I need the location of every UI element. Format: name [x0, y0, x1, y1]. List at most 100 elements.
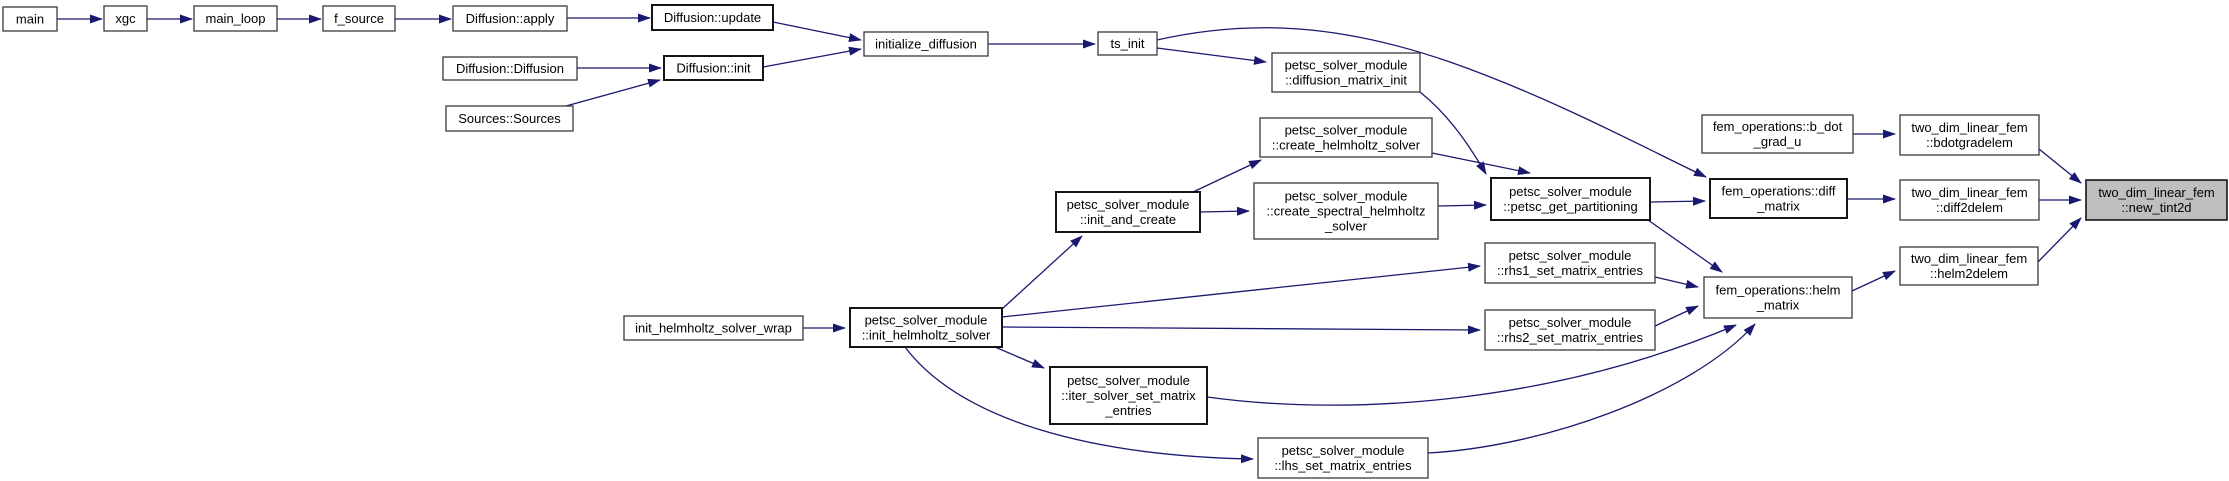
node-lhs_set_matrix_entries[interactable]: petsc_solver_module::lhs_set_matrix_entr…: [1257, 437, 1429, 479]
node-main[interactable]: main: [2, 6, 58, 32]
node-label-lhs_set_matrix_entries: petsc_solver_module::lhs_set_matrix_entr…: [1274, 443, 1412, 473]
node-box-sources_sources[interactable]: [445, 105, 574, 132]
node-box-main_loop[interactable]: [193, 5, 278, 32]
node-label-init_helmholtz_solver: petsc_solver_module::init_helmholtz_solv…: [862, 313, 991, 343]
edge-diffusion_init-to-initialize_diffusion: [762, 46, 862, 68]
node-xgc[interactable]: xgc: [103, 5, 148, 32]
node-label-main_loop: main_loop: [206, 11, 266, 26]
node-label-ts_init: ts_init: [1111, 36, 1145, 51]
node-helm_matrix[interactable]: fem_operations::helm_matrix: [1703, 276, 1853, 319]
node-label-new_tint2d: two_dim_linear_fem::new_tint2d: [2098, 185, 2214, 215]
node-box-rhs1_set_matrix_entries[interactable]: [1484, 242, 1656, 284]
node-ts_init[interactable]: ts_init: [1097, 31, 1158, 56]
node-label-main: main: [16, 12, 44, 27]
node-box-diffusion_init[interactable]: [663, 55, 764, 81]
node-label-xgc: xgc: [115, 11, 136, 26]
node-label-initialize_diffusion: initialize_diffusion: [875, 37, 977, 52]
node-box-petsc_get_partitioning[interactable]: [1490, 177, 1651, 221]
edge-rhs1_set_matrix_entries-to-helm_matrix: [1654, 276, 1699, 289]
node-box-init_helmholtz_solver_wrap[interactable]: [623, 315, 804, 341]
edge-bdotgradelem-to-new_tint2d: [2038, 148, 2082, 184]
node-label-create_helmholtz_solver: petsc_solver_module::create_helmholtz_so…: [1272, 123, 1421, 153]
node-iter_solver_set_matrix[interactable]: petsc_solver_module::iter_solver_set_mat…: [1049, 366, 1208, 425]
node-box-b_dot_grad_u[interactable]: [1701, 114, 1854, 154]
node-diffusion_matrix_init[interactable]: petsc_solver_module::diffusion_matrix_in…: [1271, 52, 1421, 93]
edge-diffusion_update-to-initialize_diffusion: [772, 21, 862, 43]
node-label-rhs1_set_matrix_entries: petsc_solver_module::rhs1_set_matrix_ent…: [1497, 248, 1643, 278]
node-diffusion_update[interactable]: Diffusion::update: [651, 4, 774, 31]
node-label-init_helmholtz_solver_wrap: init_helmholtz_solver_wrap: [635, 321, 792, 336]
node-box-new_tint2d[interactable]: [2085, 179, 2228, 221]
node-main_loop[interactable]: main_loop: [193, 5, 278, 32]
node-diff2delem[interactable]: two_dim_linear_fem::diff2delem: [1899, 179, 2040, 221]
node-box-init_helmholtz_solver[interactable]: [849, 307, 1003, 348]
node-label-diffusion_update: Diffusion::update: [664, 10, 761, 25]
node-rhs1_set_matrix_entries[interactable]: petsc_solver_module::rhs1_set_matrix_ent…: [1484, 242, 1656, 284]
node-box-diff_matrix[interactable]: [1709, 178, 1848, 219]
node-box-initialize_diffusion[interactable]: [863, 31, 989, 57]
node-b_dot_grad_u[interactable]: fem_operations::b_dot_grad_u: [1701, 114, 1854, 154]
node-label-helm2delem: two_dim_linear_fem::helm2delem: [1911, 251, 2027, 281]
node-initialize_diffusion[interactable]: initialize_diffusion: [863, 31, 989, 57]
node-box-diff2delem[interactable]: [1899, 179, 2040, 221]
node-init_helmholtz_solver_wrap[interactable]: init_helmholtz_solver_wrap: [623, 315, 804, 341]
edge-ts_init-to-diff_matrix: [1156, 27, 1707, 178]
node-box-main[interactable]: [2, 6, 58, 32]
node-box-ts_init[interactable]: [1097, 31, 1158, 56]
edge-init_helmholtz_solver-to-init_and_create: [1001, 235, 1083, 310]
node-box-diffusion_update[interactable]: [651, 4, 774, 31]
node-diffusion_init[interactable]: Diffusion::init: [663, 55, 764, 81]
node-box-helm_matrix[interactable]: [1703, 276, 1853, 319]
node-label-diffusion_init: Diffusion::init: [676, 61, 751, 76]
node-f_source[interactable]: f_source: [322, 5, 396, 32]
node-label-diff_matrix: fem_operations::diff_matrix: [1722, 184, 1836, 214]
edge-init_helmholtz_solver-to-iter_solver_set_matrix: [994, 346, 1045, 369]
node-label-b_dot_grad_u: fem_operations::b_dot_grad_u: [1713, 119, 1843, 149]
node-diffusion_apply[interactable]: Diffusion::apply: [452, 5, 568, 32]
edge-create_helmholtz_solver-to-petsc_get_partitioning: [1431, 152, 1531, 176]
node-box-init_and_create[interactable]: [1055, 191, 1201, 233]
node-box-iter_solver_set_matrix[interactable]: [1049, 366, 1208, 425]
edge-sources_sources-to-diffusion_init: [565, 78, 661, 107]
node-init_and_create[interactable]: petsc_solver_module::init_and_create: [1055, 191, 1201, 233]
node-box-helm2delem[interactable]: [1899, 246, 2039, 286]
node-label-bdotgradelem: two_dim_linear_fem::bdotgradelem: [1911, 120, 2027, 150]
edge-init_and_create-to-create_spectral_helmholtz: [1199, 206, 1250, 216]
edge-rhs2_set_matrix_entries-to-helm_matrix: [1654, 305, 1699, 327]
node-label-sources_sources: Sources::Sources: [458, 111, 561, 126]
node-rhs2_set_matrix_entries[interactable]: petsc_solver_module::rhs2_set_matrix_ent…: [1484, 309, 1656, 351]
node-create_helmholtz_solver[interactable]: petsc_solver_module::create_helmholtz_so…: [1259, 117, 1433, 158]
node-label-iter_solver_set_matrix: petsc_solver_module::iter_solver_set_mat…: [1061, 373, 1196, 418]
edge-init_helmholtz_solver-to-rhs2_set_matrix_entries: [1001, 325, 1481, 335]
node-box-xgc[interactable]: [103, 5, 148, 32]
edge-ts_init-to-diffusion_matrix_init: [1156, 47, 1267, 65]
node-box-f_source[interactable]: [322, 5, 396, 32]
node-box-create_spectral_helmholtz[interactable]: [1253, 182, 1439, 240]
node-box-create_helmholtz_solver[interactable]: [1259, 117, 1433, 158]
edge-lhs_set_matrix_entries-to-helm_matrix: [1427, 323, 1756, 454]
node-box-lhs_set_matrix_entries[interactable]: [1257, 437, 1429, 479]
node-box-bdotgradelem[interactable]: [1899, 114, 2040, 156]
node-create_spectral_helmholtz[interactable]: petsc_solver_module::create_spectral_hel…: [1253, 182, 1439, 240]
node-diff_matrix[interactable]: fem_operations::diff_matrix: [1709, 178, 1848, 219]
edge-helm_matrix-to-helm2delem: [1851, 270, 1896, 292]
node-petsc_get_partitioning[interactable]: petsc_solver_module::petsc_get_partition…: [1490, 177, 1651, 221]
node-label-diffusion_diffusion: Diffusion::Diffusion: [456, 61, 564, 76]
node-label-diffusion_matrix_init: petsc_solver_module::diffusion_matrix_in…: [1285, 58, 1408, 88]
edge-iter_solver_set_matrix-to-helm_matrix: [1206, 324, 1737, 406]
node-box-diffusion_apply[interactable]: [452, 5, 568, 32]
node-box-rhs2_set_matrix_entries[interactable]: [1484, 309, 1656, 351]
node-new_tint2d[interactable]: two_dim_linear_fem::new_tint2d: [2085, 179, 2228, 221]
edge-petsc_get_partitioning-to-helm_matrix: [1647, 219, 1723, 273]
node-diffusion_diffusion[interactable]: Diffusion::Diffusion: [442, 56, 578, 81]
node-label-helm_matrix: fem_operations::helm_matrix: [1715, 283, 1840, 313]
node-helm2delem[interactable]: two_dim_linear_fem::helm2delem: [1899, 246, 2039, 286]
node-sources_sources[interactable]: Sources::Sources: [445, 105, 574, 132]
nodes-layer: main xgc main_loop f_source Diffusion::apply…: [2, 4, 2228, 479]
node-init_helmholtz_solver[interactable]: petsc_solver_module::init_helmholtz_solv…: [849, 307, 1003, 348]
node-bdotgradelem[interactable]: two_dim_linear_fem::bdotgradelem: [1899, 114, 2040, 156]
node-box-diffusion_matrix_init[interactable]: [1271, 52, 1421, 93]
node-box-diffusion_diffusion[interactable]: [442, 56, 578, 81]
